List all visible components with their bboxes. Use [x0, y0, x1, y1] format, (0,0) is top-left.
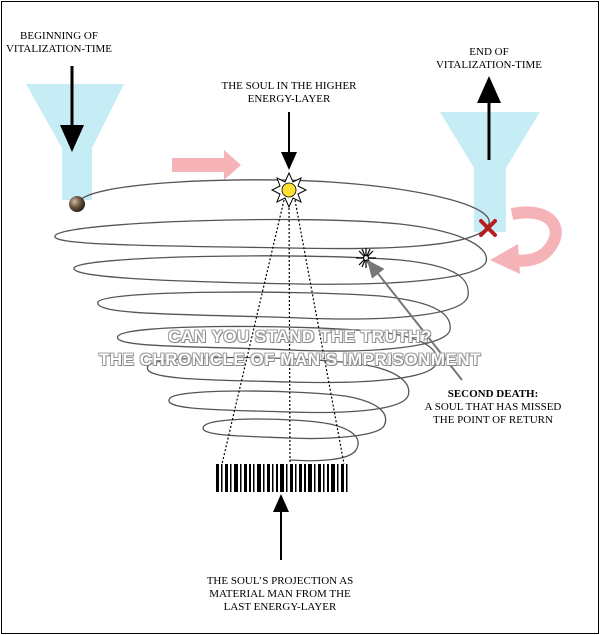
left-funnel [26, 84, 124, 200]
projection-line2: MATERIAL MAN FROM THE [209, 588, 351, 600]
begin-label: BEGINNING OF VITALIZATION-TIME [4, 30, 114, 56]
soul-higher-line2: ENERGY-LAYER [247, 93, 331, 105]
second-death-title: SECOND DEATH: [447, 388, 539, 400]
second-death-arrow [367, 259, 463, 381]
projection-line3: LAST ENERGY-LAYER [223, 601, 337, 613]
second-death-label: SECOND DEATH: A SOUL THAT HAS MISSED THE… [418, 388, 568, 427]
barcode-icon [216, 464, 348, 492]
begin-label-line1: BEGINNING OF [20, 30, 98, 42]
projection-label: THE SOUL’S PROJECTION AS MATERIAL MAN FR… [190, 575, 370, 614]
ball-icon [69, 196, 85, 212]
right-funnel [440, 112, 540, 232]
watermark-line1: CAN YOU STAND THE TRUTH? [168, 327, 432, 346]
x-mark-icon [479, 219, 497, 237]
second-death-line2: THE POINT OF RETURN [433, 414, 553, 426]
sun-icon [270, 171, 308, 209]
projection-cone [221, 199, 345, 465]
soul-higher-label: THE SOUL IN THE HIGHER ENERGY-LAYER [214, 80, 364, 106]
end-label-line1: END OF [469, 46, 509, 58]
second-death-line1: A SOUL THAT HAS MISSED [424, 401, 562, 413]
spiral-path [54, 179, 490, 462]
pink-direction-arrow [172, 150, 241, 180]
begin-label-line2: VITALIZATION-TIME [5, 43, 113, 55]
starburst-icon [356, 248, 376, 268]
soul-higher-line1: THE SOUL IN THE HIGHER [221, 80, 357, 92]
end-label-line2: VITALIZATION-TIME [435, 59, 543, 71]
end-label: END OF VITALIZATION-TIME [424, 46, 554, 72]
watermark-line2: THE CHRONICLE OF MAN’S IMPRISONMENT [98, 350, 482, 369]
projection-line1: THE SOUL’S PROJECTION AS [206, 575, 354, 587]
pink-return-arrow [490, 206, 562, 274]
